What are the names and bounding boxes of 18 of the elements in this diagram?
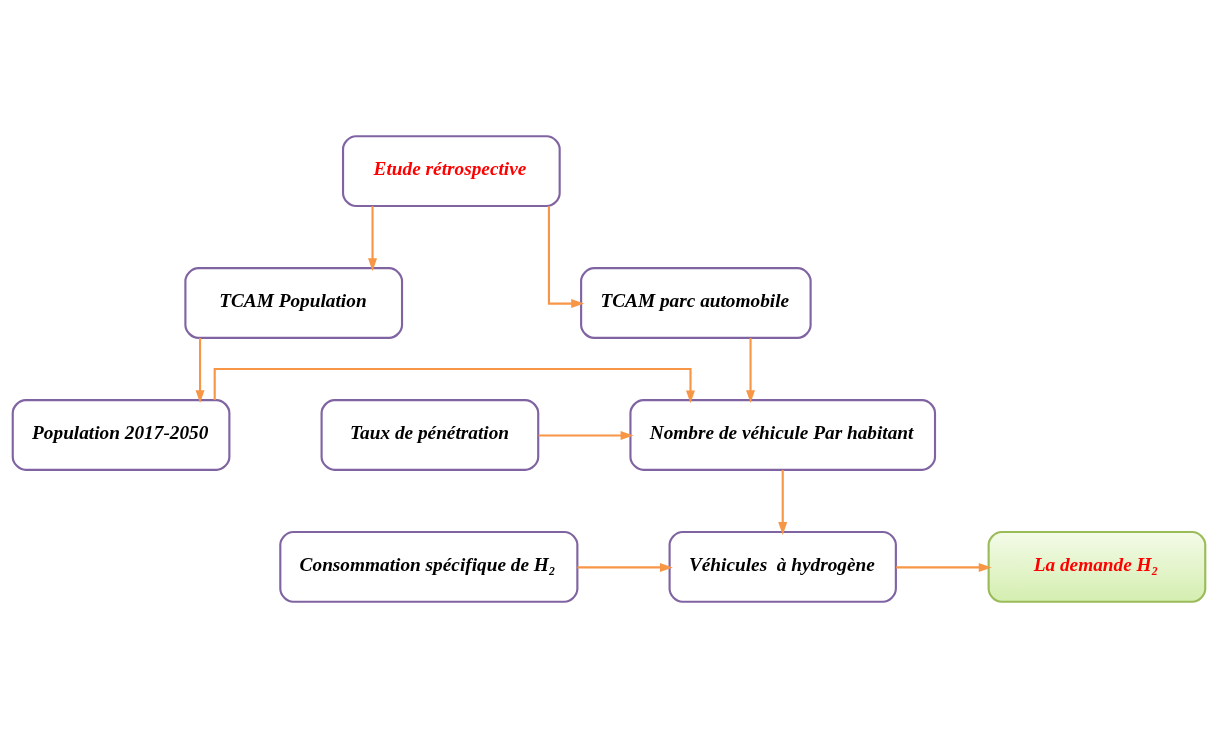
arrow <box>368 205 378 271</box>
node-box: Consommation spécifique de H₂ <box>279 530 579 603</box>
node-box: La demande H₂ <box>987 530 1207 603</box>
arrow <box>195 337 205 403</box>
node-box: Population 2017-2050 <box>11 398 231 471</box>
node-box: Nombre de véhicule Par habitant <box>629 398 937 471</box>
arrow <box>746 337 756 403</box>
node-box: Taux de pénétration <box>320 398 540 471</box>
node-box: Etude rétrospective <box>342 134 561 207</box>
node-box: TCAM parc automobile <box>580 266 812 339</box>
node-box: Véhicules à hydrogène <box>668 530 897 603</box>
arrow <box>538 430 634 440</box>
arrow <box>778 469 788 535</box>
arrow <box>896 562 992 572</box>
arrow <box>213 367 695 403</box>
arrow <box>547 205 585 308</box>
arrow <box>577 562 673 572</box>
node-box: TCAM Population <box>184 266 404 339</box>
